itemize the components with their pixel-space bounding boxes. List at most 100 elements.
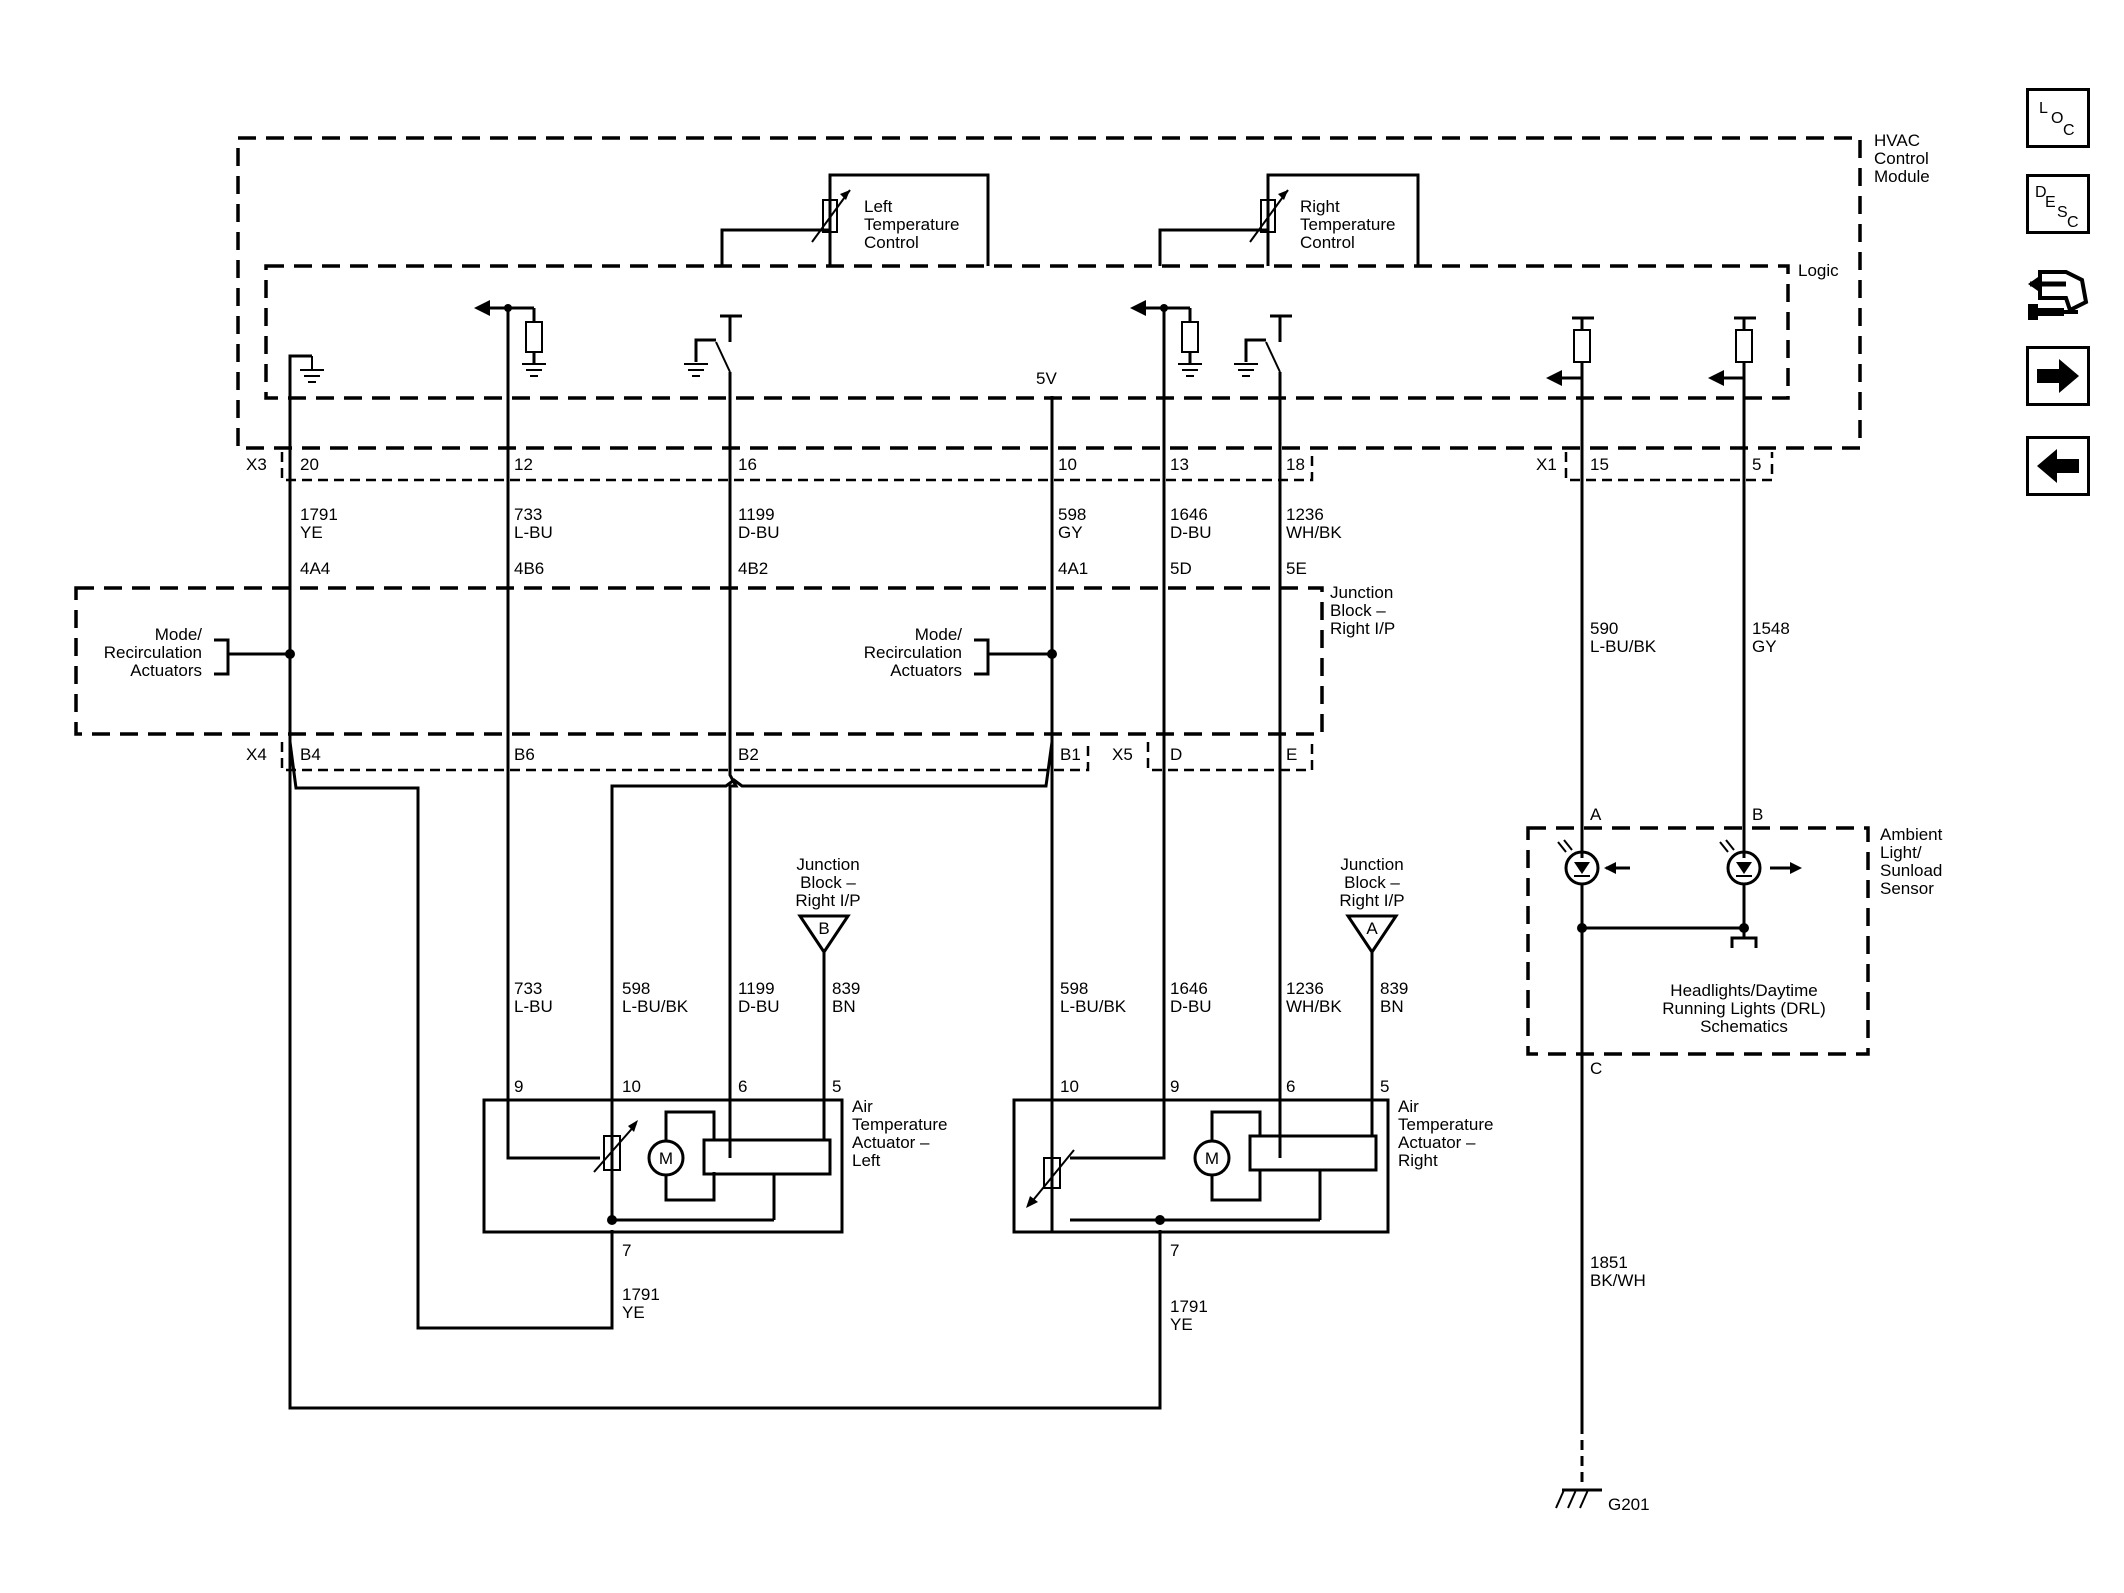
sensor-pin-b: B (1752, 805, 1763, 824)
actuator-pin: 9 (514, 1077, 523, 1096)
actuator-pin: 6 (738, 1077, 747, 1096)
x3-pin: 20 (300, 455, 319, 474)
x5-label: X5 (1112, 745, 1133, 764)
x1-pin: 15 (1590, 455, 1609, 474)
jb-pin: 4A1 (1058, 559, 1088, 578)
next-arrow-icon (2037, 359, 2079, 393)
svg-text:C: C (2067, 214, 2079, 231)
actuator-pin: 10 (622, 1077, 641, 1096)
motor-label: M (1205, 1149, 1219, 1168)
x3-pin: 13 (1170, 455, 1189, 474)
x4-pin: B6 (514, 745, 535, 764)
x1-label: X1 (1536, 455, 1557, 474)
connector-x3: X3 20 12 16 10 13 18 (246, 452, 1314, 482)
junction-block-boundary (74, 586, 1324, 736)
loc-button[interactable]: L O C (2026, 88, 2090, 148)
svg-text:C: C (2063, 122, 2075, 139)
actuator-ground-pin: 7 (622, 1241, 631, 1260)
next-page-button[interactable] (2026, 346, 2090, 406)
x3-label: X3 (246, 455, 267, 474)
desc-icon: D E S C (2035, 184, 2079, 231)
x1-pin: 5 (1752, 455, 1761, 474)
actuator-pin: 5 (832, 1077, 841, 1096)
motor-label: M (659, 1149, 673, 1168)
jb-ref-letter: B (818, 919, 829, 938)
svg-text:L: L (2039, 100, 2048, 117)
five-volt-label: 5V (1036, 369, 1057, 388)
svg-text:D: D (2035, 184, 2047, 201)
jb-pin: 5D (1170, 559, 1192, 578)
sensor-pin-a: A (1590, 805, 1602, 824)
x4-pin: B1 (1060, 745, 1081, 764)
sensor-boundary (1526, 826, 1870, 1056)
loc-icon: L O C (2039, 100, 2075, 139)
ground-label: G201 (1608, 1495, 1650, 1514)
desc-button[interactable]: D E S C (2026, 174, 2090, 234)
previous-arrow-icon (2037, 449, 2079, 483)
jb-pin: 5E (1286, 559, 1307, 578)
x5-pin: D (1170, 745, 1182, 764)
actuator-pin: 10 (1060, 1077, 1079, 1096)
actuator-right-box (1012, 1098, 1390, 1234)
x3-pin: 18 (1286, 455, 1305, 474)
logic-boundary (264, 264, 1790, 400)
x5-pin: E (1286, 745, 1297, 764)
x3-pin: 10 (1058, 455, 1077, 474)
connector-icon (2028, 270, 2089, 320)
actuator-pin: 6 (1286, 1077, 1295, 1096)
hvac-module-boundary (236, 136, 1862, 450)
actuator-pin: 9 (1170, 1077, 1179, 1096)
actuator-pin: 5 (1380, 1077, 1389, 1096)
actuator-ground-pin: 7 (1170, 1241, 1179, 1260)
connector-view-button[interactable] (2026, 258, 2090, 334)
svg-text:S: S (2057, 204, 2068, 221)
svg-text:E: E (2045, 194, 2056, 211)
svg-text:O: O (2051, 110, 2063, 127)
jb-pin: 4B2 (738, 559, 768, 578)
x4-pin: B2 (738, 745, 759, 764)
x4-label: X4 (246, 745, 267, 764)
connector-x5: X5 D E (1112, 742, 1314, 772)
wiring (288, 378, 1746, 1410)
x4-pin: B4 (300, 745, 321, 764)
actuator-left-box (482, 1098, 844, 1234)
previous-page-button[interactable] (2026, 436, 2090, 496)
connector-x1: X1 15 5 (1536, 452, 1774, 482)
jb-pin: 4B6 (514, 559, 544, 578)
x3-pin: 12 (514, 455, 533, 474)
logic-label: Logic (1798, 261, 1839, 280)
